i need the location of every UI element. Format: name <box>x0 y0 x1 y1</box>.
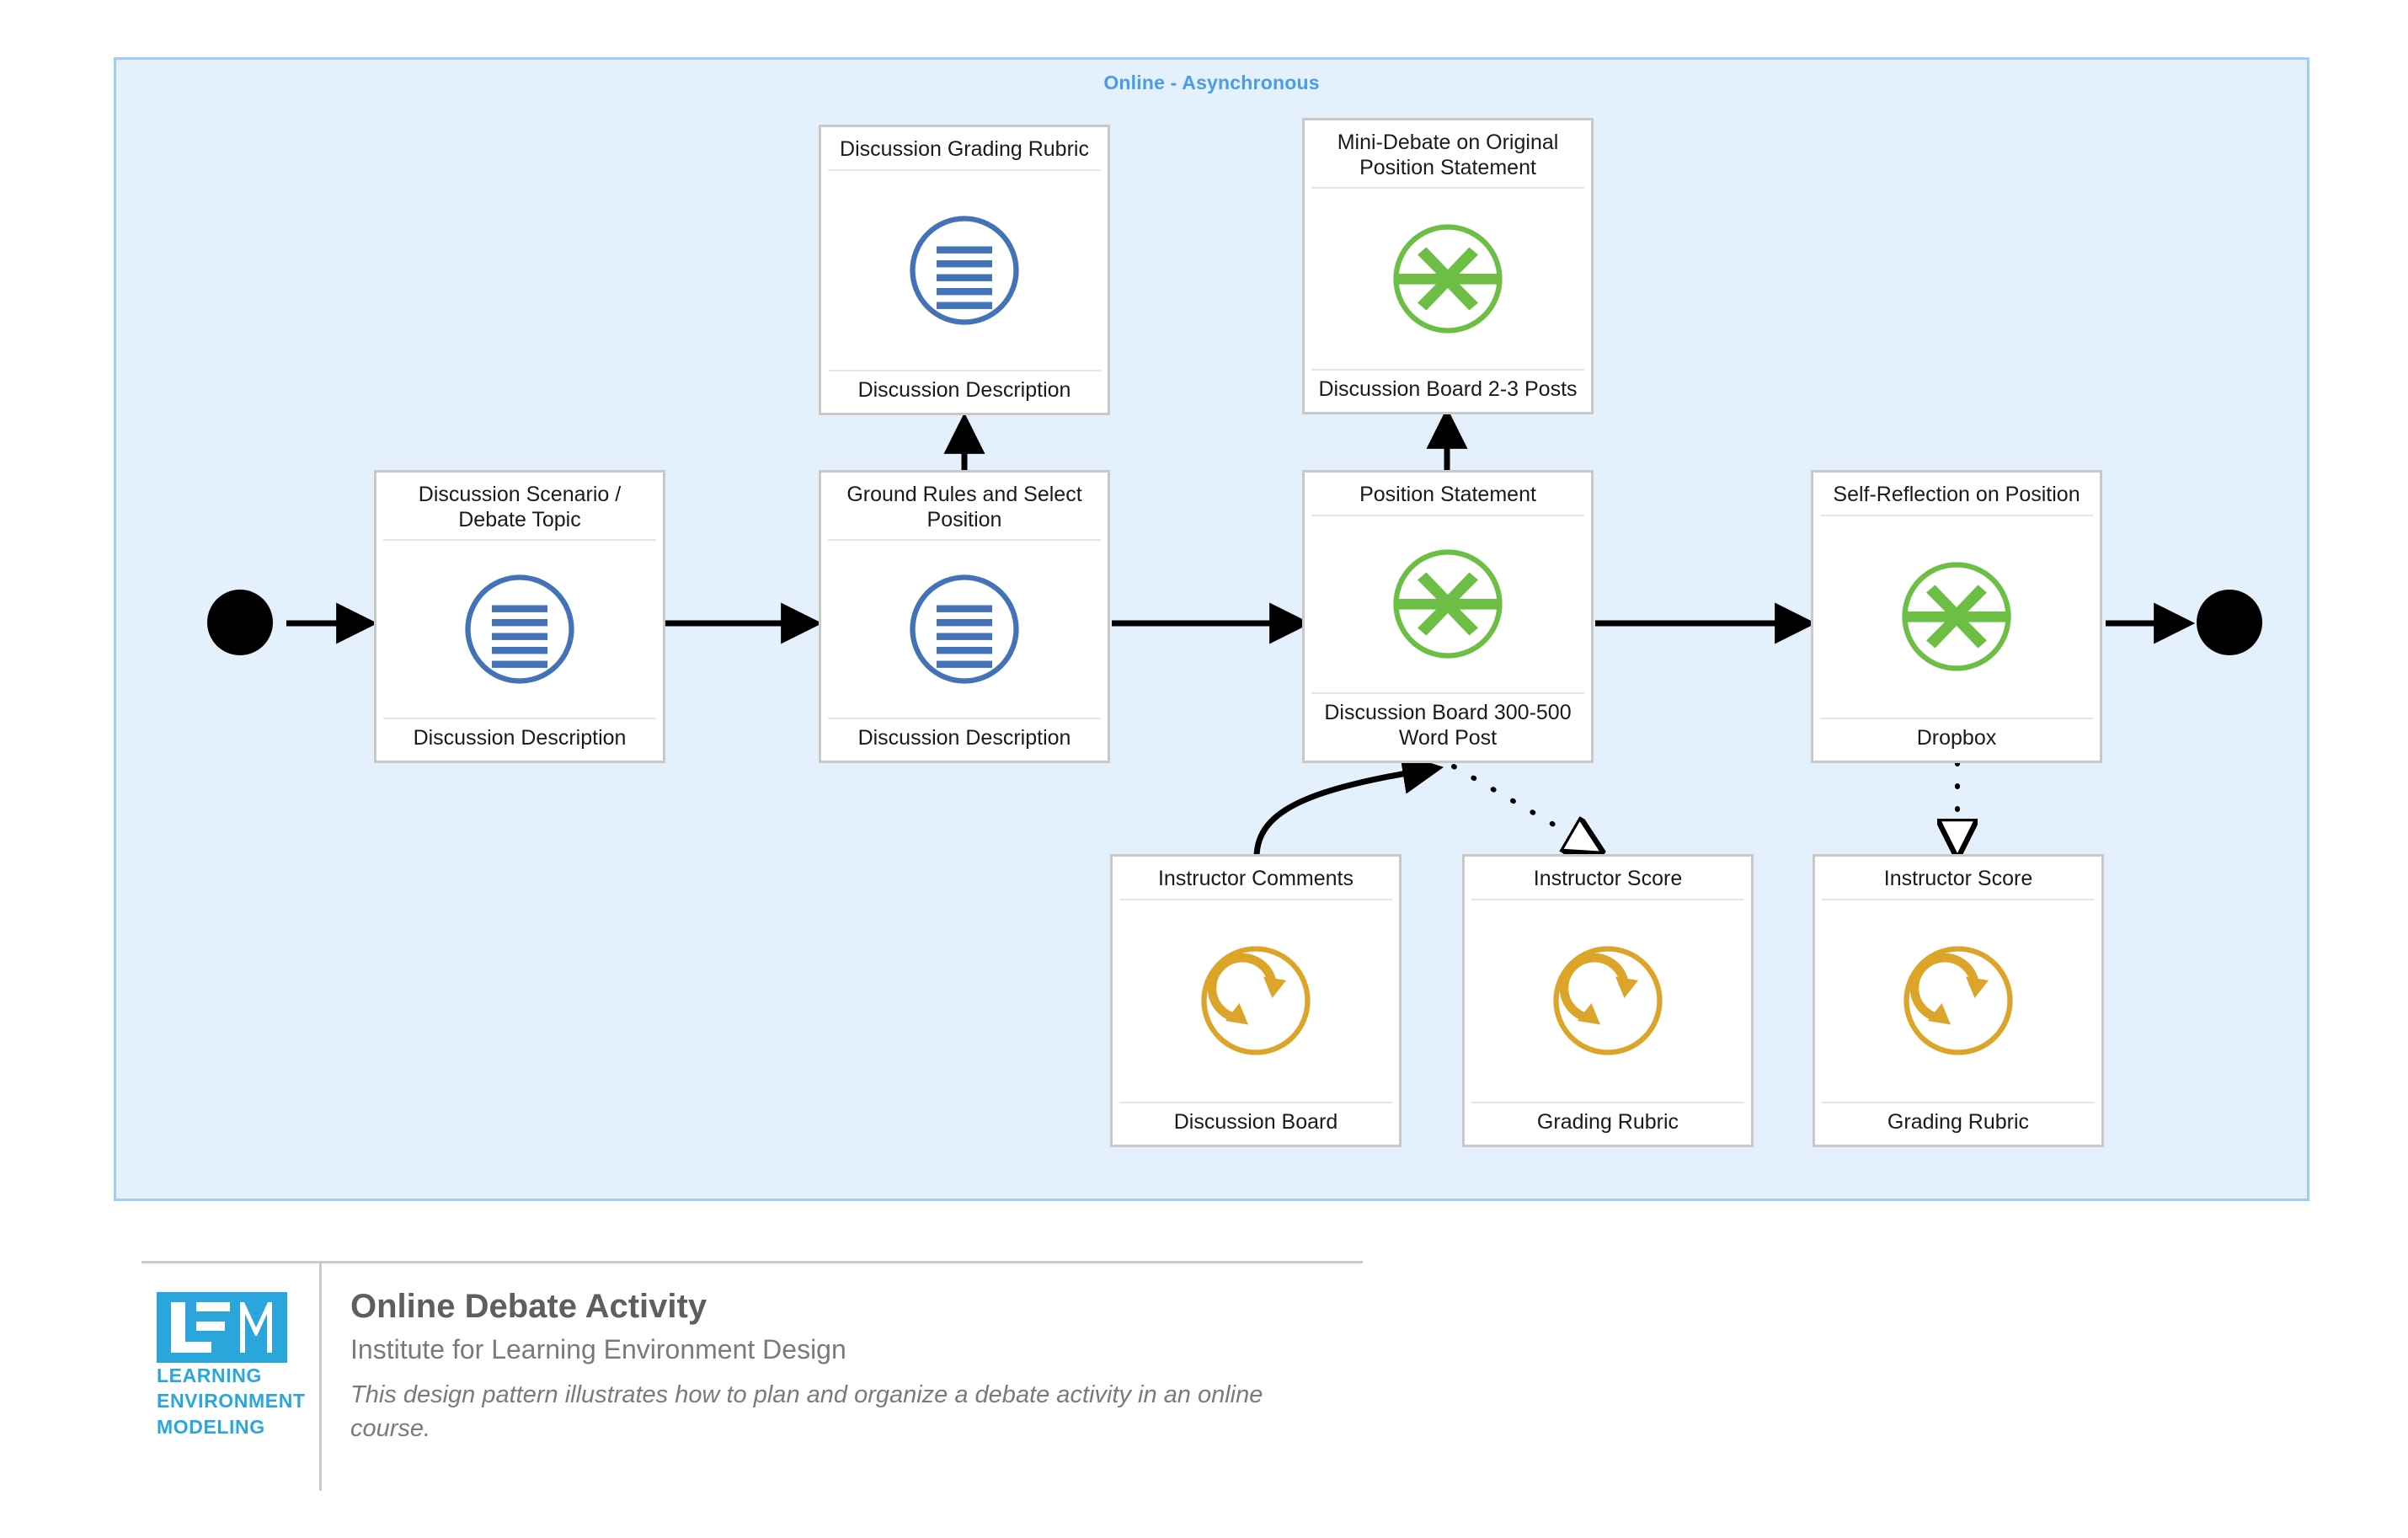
card-title: Ground Rules and Select Position <box>828 478 1101 541</box>
card-discussion-scenario[interactable]: Discussion Scenario / Debate Topic Discu… <box>374 470 665 763</box>
card-footer: Grading Rubric <box>1471 1101 1744 1139</box>
start-node <box>207 590 273 655</box>
card-instructor-score-2[interactable]: Instructor Score Grading Rubric <box>1813 854 2104 1147</box>
feedback-loop-circle-icon <box>1822 900 2095 1102</box>
card-footer: Discussion Board 300-500 Word Post <box>1311 692 1584 754</box>
card-footer: Discussion Description <box>383 717 656 755</box>
card-footer: Discussion Board <box>1119 1101 1392 1139</box>
card-footer: Discussion Description <box>828 369 1101 407</box>
card-title: Discussion Grading Rubric <box>828 132 1101 171</box>
footer: LEARNING ENVIRONMENT MODELING Online Deb… <box>141 1263 1826 1491</box>
converging-arrows-circle-icon <box>1311 516 1584 693</box>
card-title: Instructor Score <box>1822 862 2095 900</box>
converging-arrows-circle-icon <box>1820 516 2093 718</box>
converging-arrows-circle-icon <box>1311 189 1584 369</box>
feedback-loop-circle-icon <box>1471 900 1744 1102</box>
card-instructor-score-1[interactable]: Instructor Score Grading Rubric <box>1462 854 1754 1147</box>
logo-word-learning: LEARNING <box>157 1364 262 1386</box>
card-title: Mini-Debate on Original Position Stateme… <box>1311 125 1584 189</box>
footer-divider <box>141 1261 1363 1263</box>
card-title: Position Statement <box>1311 478 1584 516</box>
card-footer: Grading Rubric <box>1822 1101 2095 1139</box>
end-node <box>2197 590 2262 655</box>
footer-text-column: Online Debate Activity Institute for Lea… <box>322 1263 1294 1491</box>
logo-word-environment: ENVIRONMENT <box>157 1390 306 1413</box>
pattern-title: Online Debate Activity <box>350 1288 707 1325</box>
pattern-organization: Institute for Learning Environment Desig… <box>350 1334 846 1364</box>
card-instructor-comments[interactable]: Instructor Comments Discussion Board <box>1110 854 1402 1147</box>
card-title: Discussion Scenario / Debate Topic <box>383 478 656 541</box>
card-position-statement[interactable]: Position Statement Discussion Board 300-… <box>1302 470 1594 763</box>
content-lines-circle-icon <box>828 541 1101 718</box>
card-mini-debate[interactable]: Mini-Debate on Original Position Stateme… <box>1302 118 1594 414</box>
card-footer: Discussion Description <box>828 717 1101 755</box>
content-lines-circle-icon <box>383 541 656 718</box>
card-ground-rules[interactable]: Ground Rules and Select Position Discuss… <box>819 470 1110 763</box>
feedback-loop-circle-icon <box>1119 900 1392 1102</box>
lem-logo-icon <box>157 1292 287 1363</box>
card-title: Instructor Score <box>1471 862 1744 900</box>
card-discussion-grading-rubric[interactable]: Discussion Grading Rubric Discussion Des… <box>819 125 1110 415</box>
card-self-reflection[interactable]: Self-Reflection on Position Dropbox <box>1811 470 2102 763</box>
content-lines-circle-icon <box>828 171 1101 370</box>
panel-title: Online - Asynchronous <box>1103 72 1320 93</box>
logo-word-modeling: MODELING <box>157 1415 265 1438</box>
card-footer: Dropbox <box>1820 717 2093 755</box>
card-footer: Discussion Board 2-3 Posts <box>1311 368 1584 406</box>
logo-column: LEARNING ENVIRONMENT MODELING <box>141 1263 322 1491</box>
pattern-description: This design pattern illustrates how to p… <box>350 1380 1263 1442</box>
card-title: Self-Reflection on Position <box>1820 478 2093 516</box>
card-title: Instructor Comments <box>1119 862 1392 900</box>
